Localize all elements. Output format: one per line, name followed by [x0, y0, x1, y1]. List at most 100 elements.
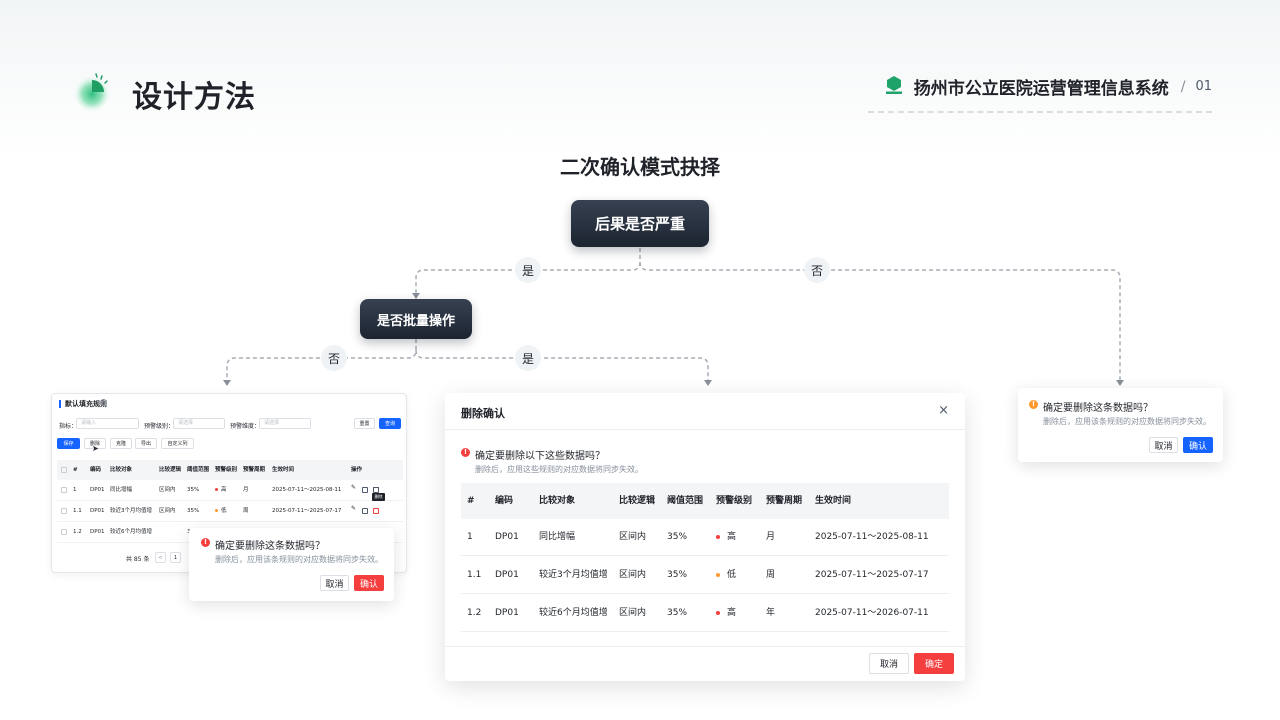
branch-label-yes: 是 [515, 257, 541, 283]
header-divider [868, 111, 1212, 113]
column-header: 比较逻辑 [159, 467, 182, 473]
delete-tooltip: 删除 [372, 493, 385, 501]
decision-node-consequence: 后果是否严重 [571, 200, 709, 247]
row-checkbox[interactable] [61, 487, 67, 493]
dimension-select[interactable]: 请选择 [259, 418, 311, 429]
clone-button[interactable]: 克隆 [110, 438, 132, 449]
column-header: # [73, 467, 78, 473]
export-button[interactable]: 导出 [135, 438, 157, 449]
modal-question: 确定要删除以下这些数据吗？ [475, 451, 605, 462]
popconfirm-title: 确定要删除这条数据吗？ [215, 541, 325, 552]
column-header: 编码 [495, 496, 514, 506]
trash-icon[interactable] [373, 508, 379, 514]
cancel-button[interactable]: 取消 [869, 653, 909, 674]
edit-icon[interactable]: ✎ [351, 484, 357, 491]
cell-index: 1.2 [467, 608, 482, 618]
cell-time: 2025-07-11～2025-07-17 [272, 508, 342, 514]
popconfirm-description: 删除后，应用该条规则的对应数据将同步失效。 [1043, 417, 1211, 426]
cell-range: 35% [667, 608, 688, 618]
level-select[interactable]: 请选择 [173, 418, 225, 429]
table-row: 1.2 DP01 较近6个月均值增 区间内 35% 高 年 2025-07-11… [461, 595, 949, 632]
delete-confirm-modal: 删除确认 × ! 确定要删除以下这些数据吗？ 删除后，应用这些规则的对应数据将同… [445, 393, 965, 681]
modal-description: 删除后，应用这些规则的对应数据将同步失效。 [475, 465, 643, 474]
cancel-button[interactable]: 取消 [320, 575, 349, 591]
save-button[interactable]: 保存 [57, 438, 80, 449]
flow-title: 二次确认模式抉择 [560, 155, 720, 179]
custom-columns-button[interactable]: 自定义列 [161, 438, 194, 449]
branch-label-no: 否 [321, 345, 347, 371]
column-header: 比较对象 [539, 496, 576, 506]
cell-target: 同比增幅 [110, 487, 133, 493]
trash-icon[interactable] [373, 487, 379, 493]
table-row[interactable]: 1 DP01 同比增幅 区间内 35% 高 月 2025-07-11～2025-… [57, 480, 403, 501]
cell-code: DP01 [90, 487, 105, 493]
cursor-icon: ➤ [92, 444, 99, 453]
column-header: 比较逻辑 [619, 496, 656, 506]
branch-label-yes: 是 [515, 345, 541, 371]
select-all-checkbox[interactable] [61, 467, 67, 473]
total-count: 共 85 条 [126, 556, 150, 563]
indicator-input[interactable]: 请输入 [76, 418, 139, 429]
cell-range: 35% [667, 532, 688, 542]
warning-icon: ! [461, 448, 470, 457]
cell-time: 2025-07-11～2026-07-11 [815, 608, 929, 618]
modal-divider [445, 429, 965, 430]
confirm-button[interactable]: 确定 [914, 653, 954, 674]
brand-header: 扬州市公立医院运营管理信息系统 / 01 [884, 74, 1212, 99]
cell-logic: 区间内 [619, 608, 647, 618]
confirm-button[interactable]: 确认 [1183, 437, 1213, 453]
info-icon[interactable]: i [100, 399, 107, 406]
copy-icon[interactable] [362, 487, 368, 493]
hospital-logo-icon [884, 75, 904, 99]
cell-logic: 区间内 [159, 508, 176, 514]
cell-time: 2025-07-11～2025-07-17 [815, 570, 929, 580]
column-header: 操作 [351, 467, 363, 473]
edit-icon[interactable]: ✎ [351, 505, 357, 512]
branch-label-no: 否 [804, 257, 830, 283]
cell-time: 2025-07-11～2025-08-11 [272, 487, 342, 493]
cell-level: 低 [716, 557, 736, 594]
cell-index: 1.2 [73, 529, 82, 535]
cell-range: 35% [187, 508, 200, 514]
cell-target: 较近6个月均值增 [110, 529, 152, 535]
cell-period: 周 [766, 570, 776, 580]
cell-code: DP01 [90, 529, 105, 535]
table-row: 1.1 DP01 较近3个月均值增 区间内 35% 低 周 2025-07-11… [461, 557, 949, 594]
query-button[interactable]: 查询 [379, 418, 401, 429]
filter-label: 预警维度： [230, 423, 261, 430]
confirm-button[interactable]: 确认 [354, 575, 384, 591]
column-header: 生效时间 [815, 496, 852, 506]
cell-logic: 区间内 [619, 532, 647, 542]
cell-range: 35% [187, 487, 200, 493]
filter-label: 指标： [59, 423, 78, 430]
cell-target: 较近6个月均值增 [539, 608, 608, 618]
reset-button[interactable]: 重置 [354, 418, 375, 429]
row-checkbox[interactable] [61, 508, 67, 514]
row-checkbox[interactable] [61, 529, 67, 535]
cell-index: 1.1 [467, 570, 482, 580]
column-header: 预警周期 [766, 496, 803, 506]
cell-target: 较近3个月均值增 [539, 570, 608, 580]
cell-period: 周 [243, 508, 249, 514]
cancel-button[interactable]: 取消 [1149, 437, 1178, 453]
warning-icon: ! [201, 538, 210, 547]
page-1-button[interactable]: 1 [170, 552, 181, 563]
table-header: # 编码 比较对象 比较逻辑 阈值范围 预警级别 预警周期 生效时间 [461, 483, 949, 519]
column-header: 预警周期 [243, 467, 266, 473]
cell-logic: 区间内 [619, 570, 647, 580]
copy-icon[interactable] [362, 508, 368, 514]
brand-name: 扬州市公立医院运营管理信息系统 [913, 79, 1169, 99]
close-icon[interactable]: × [938, 403, 949, 418]
cell-code: DP01 [495, 570, 519, 580]
prev-page-button[interactable]: < [155, 552, 166, 563]
cell-index: 1 [467, 532, 473, 542]
cell-logic: 3 [187, 522, 191, 542]
table-row[interactable]: 1.1 DP01 较近3个月均值增 区间内 35% 低 周 2025-07-11… [57, 501, 403, 522]
cell-time: 2025-07-11～2025-08-11 [815, 532, 929, 542]
decision-node-batch: 是否批量操作 [360, 299, 472, 339]
delete-button[interactable]: 删除 [84, 438, 106, 449]
table-header: # 编码 比较对象 比较逻辑 阈值范围 预警级别 预警周期 生效时间 操作 [57, 460, 403, 480]
cell-period: 年 [766, 608, 776, 618]
cell-range: 35% [667, 570, 688, 580]
